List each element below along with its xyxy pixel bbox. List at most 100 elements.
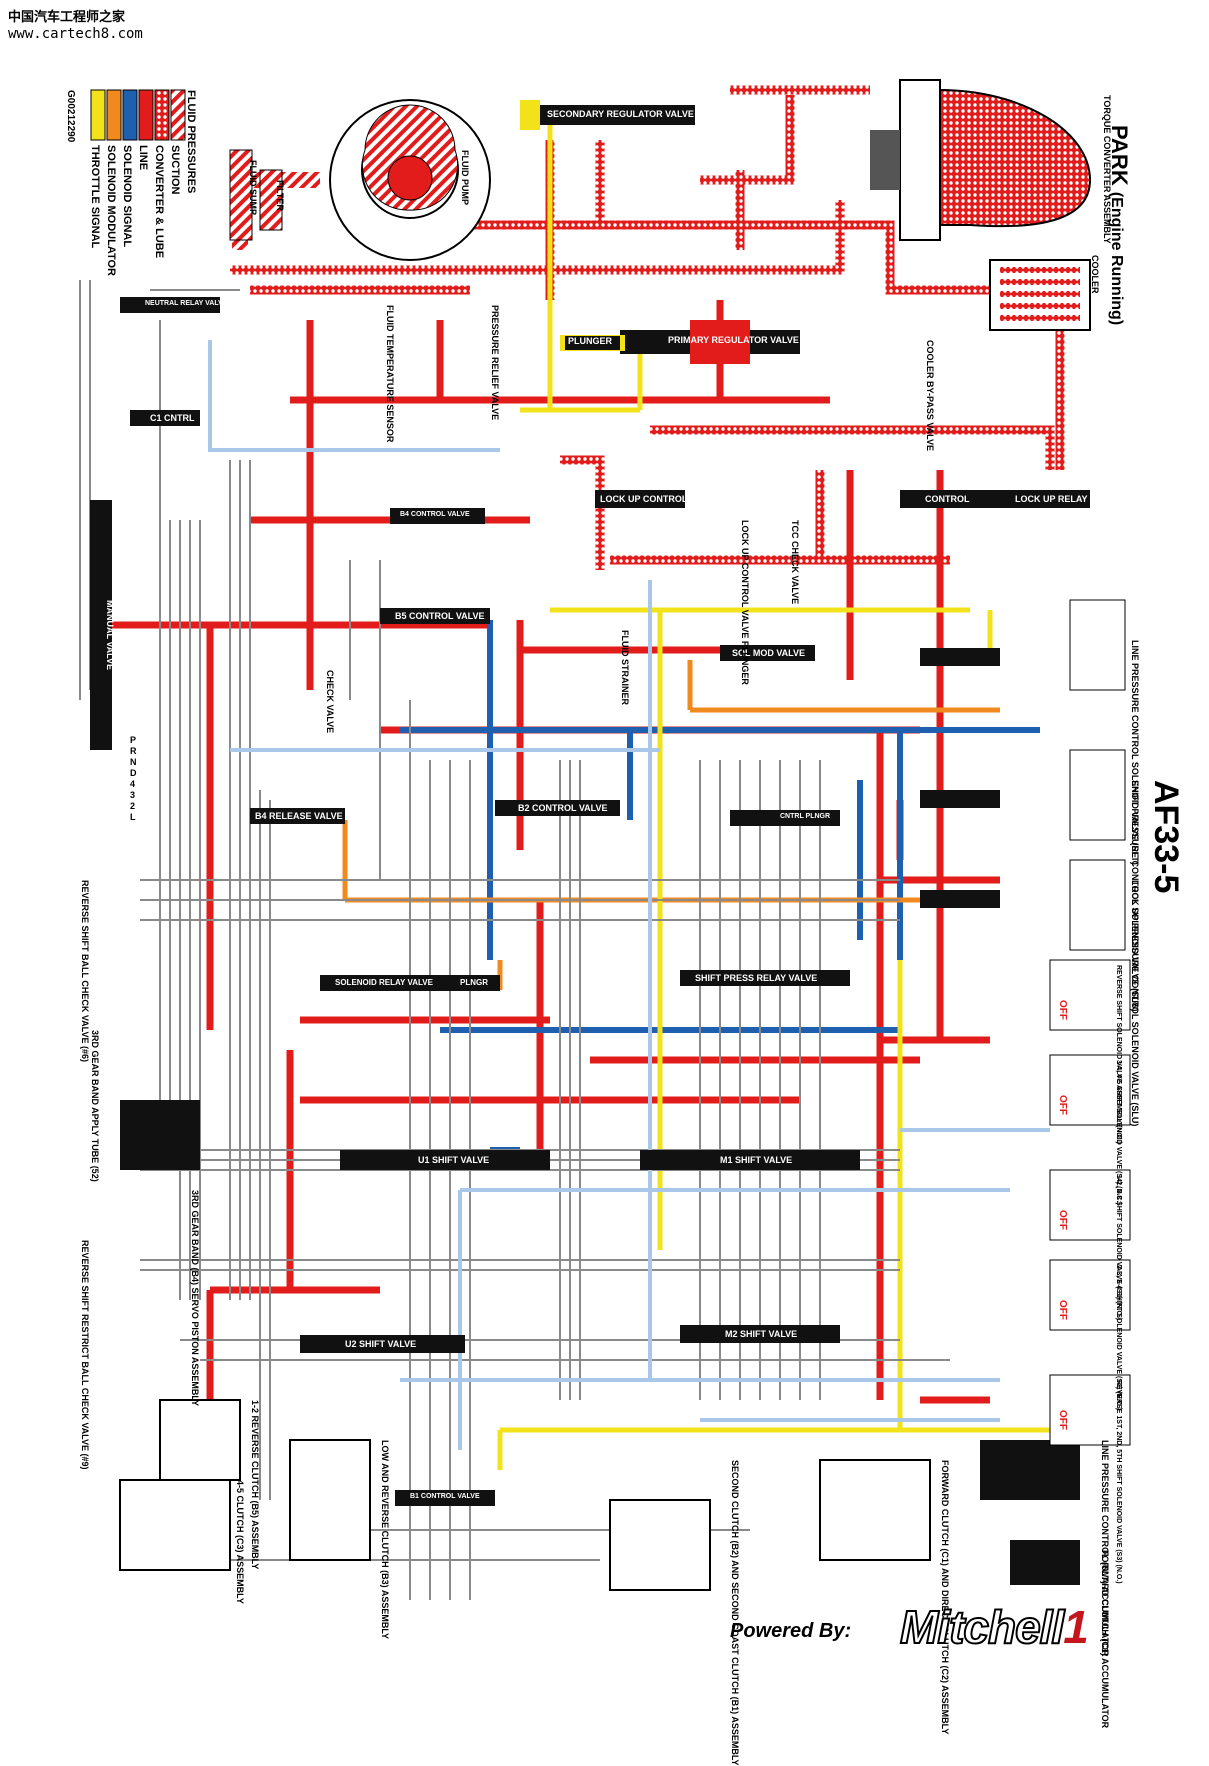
plunger-label: PLUNGER	[568, 336, 613, 346]
valve-bodies	[90, 100, 1090, 1591]
fluid-sump	[229, 149, 253, 241]
b1-control-label: B1 CONTROL VALVE	[410, 1493, 480, 1500]
neutral-relay-valve	[120, 297, 220, 313]
check-valve-label: CHECK VALVE	[325, 670, 335, 734]
b5-label: 1-2 REVERSE CLUTCH (B5) ASSEMBLY	[250, 1400, 260, 1570]
legend-title: FLUID PRESSURES	[185, 90, 197, 194]
lockup-control-label: LOCK UP CONTROL	[600, 494, 688, 504]
plunger-body	[565, 336, 620, 350]
solenoid-s1-state: OFF	[1057, 1210, 1068, 1230]
hydraulic-circuit-diagram	[79, 79, 1131, 1600]
torque-converter	[870, 79, 1092, 241]
range-4: 4	[130, 779, 136, 789]
control-label: CONTROL	[925, 494, 970, 504]
solenoid-s3-label: REVERSE 1ST, 2ND, 5TH SHIFT SOLENOID VAL…	[1115, 1380, 1122, 1584]
solenoid-reverse	[1049, 959, 1131, 1031]
neutral-relay-label: NEUTRAL RELAY VALVE	[145, 300, 228, 307]
solenoid-relay-valve	[320, 975, 500, 991]
legend-converter: CONVERTER & LUBE	[153, 145, 165, 259]
solenoid-signal	[400, 620, 1040, 1153]
lockup-relay	[900, 490, 1090, 508]
filter-label: FILTER	[275, 180, 285, 211]
range-r: R	[130, 746, 137, 756]
solenoid-s3-state: OFF	[1057, 1410, 1068, 1430]
shift-solenoids	[1049, 959, 1131, 1446]
watermark-url: www.cartech8.com	[8, 26, 143, 42]
legend-throttle: THROTTLE SIGNAL	[89, 145, 101, 249]
line-pressure-accumulator	[980, 1440, 1080, 1500]
throttle-signal	[497, 110, 1080, 1470]
model-title: AF33-5	[1147, 780, 1185, 894]
legend-suction: SUCTION	[169, 145, 181, 195]
c1c2-label: FORWARD CLUTCH (C1) AND DIRECT CLUTCH (C…	[940, 1460, 950, 1735]
converter-lube-lines	[230, 85, 1065, 570]
c1-cntrl-label: C1 CNTRL	[150, 413, 195, 423]
range-p: P	[130, 735, 137, 745]
range-3: 3	[130, 790, 136, 800]
line-pressure	[110, 300, 1000, 1404]
lockup-control	[595, 490, 685, 508]
manual-valve-label: MANUAL VALVE	[105, 600, 115, 671]
m2-shift-label: M2 SHIFT VALVE	[725, 1329, 798, 1339]
b5-control-label: B5 CONTROL VALVE	[395, 611, 485, 621]
range-2: 2	[130, 801, 136, 811]
range-d: D	[130, 768, 137, 778]
clutch-c3	[119, 1479, 231, 1571]
clutch-b5	[159, 1399, 241, 1481]
u2-shift-label: U2 SHIFT VALVE	[345, 1339, 417, 1349]
reverse-check-label: REVERSE SHIFT BALL CHECK VALVE (#6)	[80, 880, 90, 1063]
temp-sensor-label: FLUID TEMPERATURE SENSOR	[385, 305, 395, 443]
brand-name: Mitchell	[899, 1600, 1065, 1654]
shift-press-relay-valve	[680, 970, 850, 986]
clutch-c1c2	[819, 1459, 931, 1561]
range-n: N	[130, 757, 137, 767]
b4-release-label: B4 RELEASE VALVE	[255, 811, 343, 821]
range-indicator: P R N D 4 3 2 L	[130, 735, 144, 823]
solenoid-s4	[1049, 1054, 1131, 1126]
range-l: L	[130, 812, 136, 822]
fluid-pump	[329, 99, 491, 261]
torque-converter-label: TORQUE CONVERTER ASSEMBLY	[1102, 95, 1112, 244]
fluid-sump-label: FLUID SUMP	[248, 160, 258, 215]
u1-shift-valve	[340, 1150, 550, 1170]
m1-shift-label: M1 SHIFT VALVE	[720, 1155, 793, 1165]
band-servo	[120, 1100, 200, 1170]
secondary-regulator-label: SECONDARY REGULATOR VALVE	[547, 109, 694, 119]
b2-control-valve	[495, 800, 620, 816]
b4-control-label: B4 CONTROL VALVE	[400, 511, 470, 518]
b5-control	[380, 608, 490, 624]
forward-clutch-accumulator	[1010, 1540, 1080, 1585]
legend-solenoid-signal: SOLENOID SIGNAL	[121, 145, 133, 248]
m2-shift-valve	[680, 1325, 840, 1343]
solenoid-slt	[920, 648, 1000, 666]
powered-by-text: Powered By:	[730, 1620, 852, 1642]
brand-suffix: 1	[1063, 1601, 1089, 1653]
servo-label: 3RD GEAR BAND (B4) SERVO PISTON ASSEMBLY	[190, 1190, 200, 1407]
cntrl-plngr-label: CNTRL PLNGR	[780, 813, 831, 820]
secondary-regulator-valve	[520, 100, 695, 130]
sol-mod-valve	[720, 645, 815, 661]
legend-line: LINE	[137, 145, 149, 171]
cooler-label: COOLER	[1090, 255, 1100, 294]
legend-solenoid-modulator: SOLENOID MODULATOR	[105, 145, 117, 276]
b1-control-valve	[395, 1490, 495, 1506]
solenoid-slu	[920, 890, 1000, 908]
b4-control	[390, 508, 485, 524]
lockup-relay-label: LOCK UP RELAY	[1015, 494, 1088, 504]
exhaust-lines	[79, 280, 950, 1600]
cooler	[989, 259, 1091, 331]
watermark-title: 中国汽车工程师之家	[8, 10, 126, 25]
u2-shift-valve	[300, 1335, 465, 1353]
legend-swatches	[90, 89, 186, 141]
b3-label: LOW AND REVERSE CLUTCH (B3) ASSEMBLY	[380, 1440, 390, 1640]
solenoid-s2	[1049, 1259, 1131, 1331]
lightblue-lines	[208, 340, 1050, 1450]
solenoid-reverse-state: OFF	[1057, 1000, 1068, 1020]
band-tube-label: 3RD GEAR BAND APPLY TUBE (52)	[90, 1030, 100, 1182]
plngr-label: PLNGR	[460, 978, 488, 987]
mitchell-logo: Mitchell1	[899, 1600, 1089, 1654]
solenoid-sls	[920, 790, 1000, 808]
solenoid-s4-state: OFF	[1057, 1095, 1068, 1115]
b4-release-valve	[250, 808, 345, 824]
reverse-restrict-label: REVERSE SHIFT RESTRICT BALL CHECK VALVE …	[80, 1240, 90, 1470]
